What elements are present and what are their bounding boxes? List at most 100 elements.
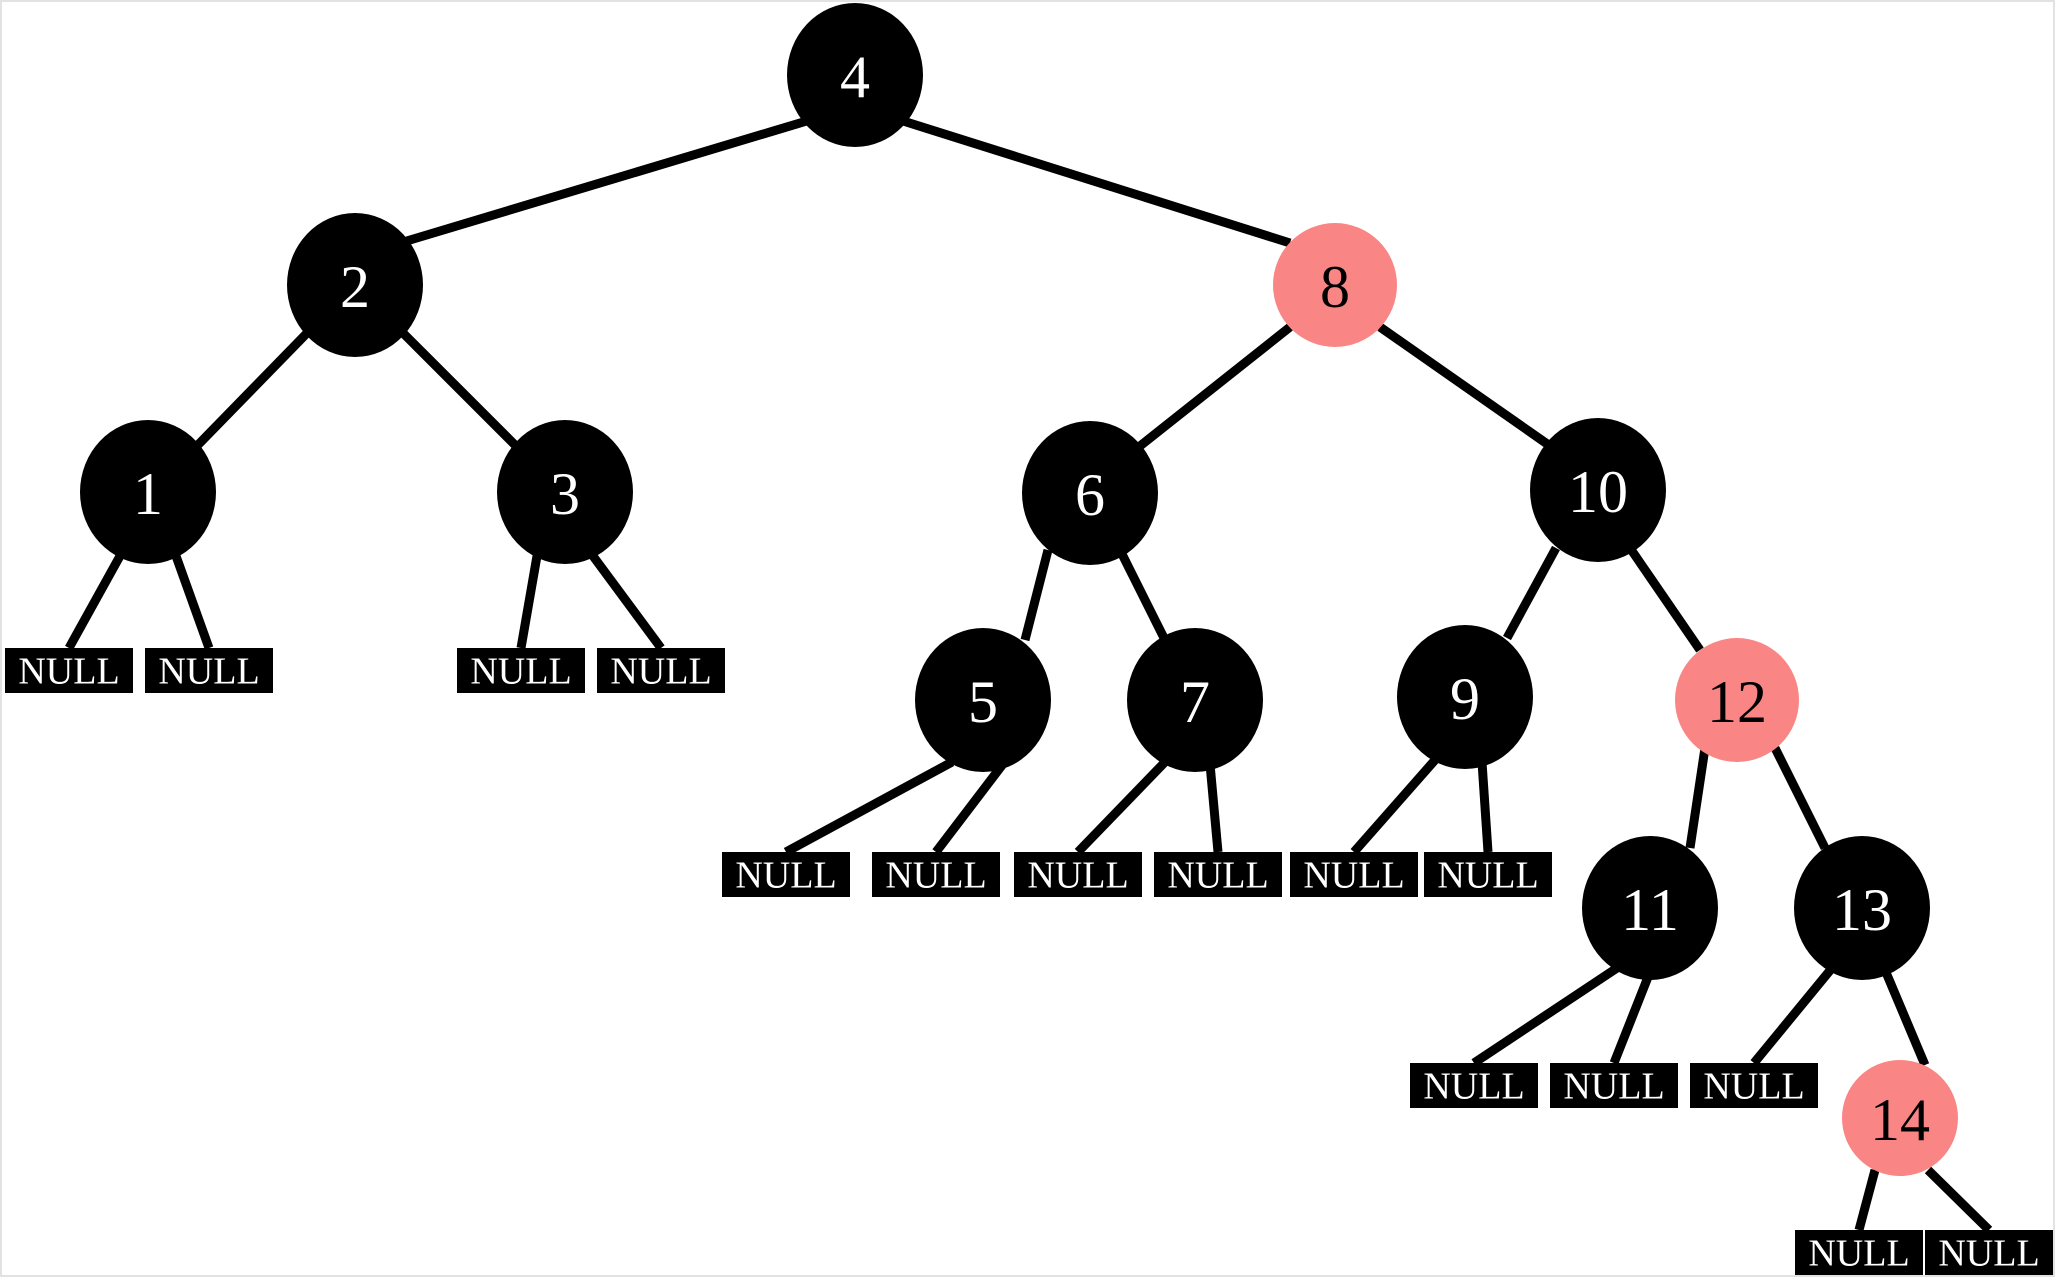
null-leaf-label: NULL [885,855,986,897]
tree-node-10[interactable]: 10 [1530,418,1666,562]
null-leaf: NULL [1690,1063,1818,1108]
black-node-circle[interactable] [1794,836,1930,980]
black-node-circle[interactable] [80,420,216,564]
null-leaf-box [1424,852,1552,897]
null-leaf-label: NULL [470,651,571,693]
tree-edge [516,555,542,649]
tree-node-1[interactable]: 1 [80,420,216,564]
tree-edge [396,326,524,454]
tree-edge [1377,323,1556,452]
node-key-label: 11 [1621,877,1679,943]
tree-edge [189,326,314,454]
node-key-label: 8 [1320,254,1350,320]
null-leaf-box [1410,1063,1538,1108]
tree-edge [932,761,1007,855]
null-leaf-box [1690,1063,1818,1108]
tree-edge [65,553,124,651]
tree-edge [1471,964,1620,1067]
tree-node-6[interactable]: 6 [1022,421,1158,565]
node-key-label: 4 [840,44,870,110]
tree-node-14[interactable]: 14 [1842,1060,1958,1176]
null-leaf: NULL [1154,852,1282,897]
null-leaf-label: NULL [610,651,711,693]
null-leaf-box [1014,852,1142,897]
null-nodes-layer: NULL NULL NULL NULL NULL NULL NULL NULL NULL NULL… [5,648,2053,1275]
null-leaf-label: NULL [1167,855,1268,897]
null-leaf: NULL [1795,1230,1923,1275]
tree-edge [1924,1166,1993,1234]
tree-edge [1020,548,1053,642]
tree-edge [1350,757,1439,855]
tree-node-12[interactable]: 12 [1675,638,1799,762]
tree-edge [1770,745,1830,851]
tree-edge [1205,763,1223,853]
null-leaf-box [145,648,273,693]
tree-edge [1115,547,1170,643]
null-leaf-label: NULL [1437,855,1538,897]
black-node-circle[interactable] [787,3,923,147]
red-node-circle[interactable] [1842,1060,1958,1176]
null-leaf-label: NULL [1303,855,1404,897]
null-leaf-box [1290,852,1418,897]
null-leaf-label: NULL [735,855,836,897]
tree-edge [398,115,812,248]
edges-layer [65,115,1993,1234]
black-node-circle[interactable] [287,213,423,357]
null-leaf-box [597,648,725,693]
red-node-circle[interactable] [1273,223,1397,347]
null-leaf-label: NULL [1703,1066,1804,1108]
tree-edge [1750,965,1836,1066]
null-leaf: NULL [1014,852,1142,897]
black-node-circle[interactable] [497,420,633,564]
null-leaf-box [457,648,585,693]
tree-edge [1880,968,1930,1067]
tree-edge [1477,761,1493,853]
null-leaf: NULL [1925,1230,2053,1275]
null-leaf-box [872,852,1000,897]
tree-node-3[interactable]: 3 [497,420,633,564]
null-leaf-box [1154,852,1282,897]
tree-node-9[interactable]: 9 [1397,625,1533,769]
tree-node-7[interactable]: 7 [1127,628,1263,772]
tree-node-2[interactable]: 2 [287,213,423,357]
null-leaf-label: NULL [1808,1233,1909,1275]
null-leaf-box [1925,1230,2053,1275]
tree-node-13[interactable]: 13 [1794,836,1930,980]
null-leaf: NULL [872,852,1000,897]
tree-node-4[interactable]: 4 [787,3,923,147]
tree-node-5[interactable]: 5 [915,628,1051,772]
black-node-circle[interactable] [1582,836,1718,980]
tree-edge [1503,545,1560,641]
node-key-label: 9 [1450,666,1480,732]
tree-edge [898,115,1292,248]
red-node-circle[interactable] [1675,638,1799,762]
tree-edge [171,554,214,650]
null-leaf-box [1550,1063,1678,1108]
node-key-label: 7 [1180,669,1210,735]
null-leaf: NULL [1550,1063,1678,1108]
null-leaf-label: NULL [158,651,259,693]
black-node-circle[interactable] [1127,628,1263,772]
node-key-label: 6 [1075,462,1105,528]
null-leaf-label: NULL [1563,1066,1664,1108]
tree-edge [1074,758,1169,856]
black-node-circle[interactable] [1530,418,1666,562]
null-leaf: NULL [457,648,585,693]
black-node-circle[interactable] [915,628,1051,772]
tree-node-11[interactable]: 11 [1582,836,1718,980]
null-leaf-label: NULL [18,651,119,693]
tree-edge [1609,970,1655,1065]
tree-edge [589,553,665,651]
null-leaf-label: NULL [1027,855,1128,897]
node-key-label: 10 [1568,459,1628,525]
tree-node-8[interactable]: 8 [1273,223,1397,347]
null-leaf: NULL [145,648,273,693]
node-key-label: 2 [340,254,370,320]
null-leaf: NULL [5,648,133,693]
null-leaf: NULL [1424,852,1552,897]
node-key-label: 14 [1870,1087,1930,1153]
black-node-circle[interactable] [1397,625,1533,769]
black-node-circle[interactable] [1022,421,1158,565]
